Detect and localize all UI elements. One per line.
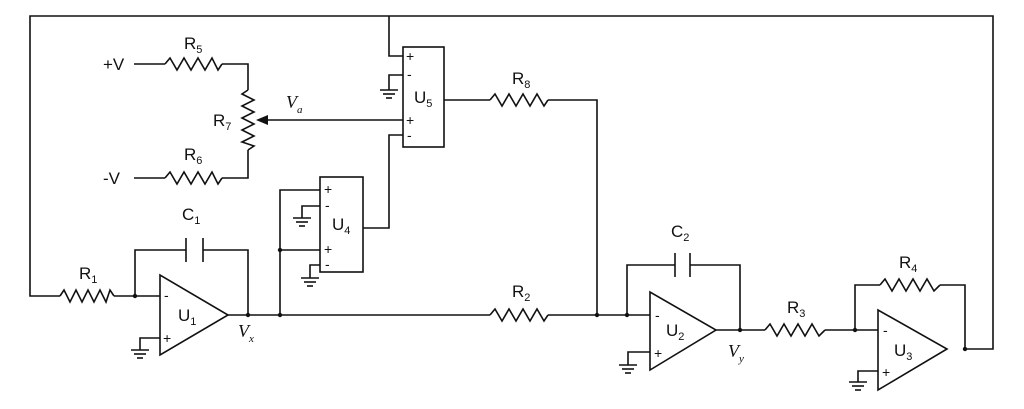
capacitor-c2 <box>674 253 691 277</box>
wire-u1-gnd <box>139 337 160 350</box>
svg-text:-: - <box>655 307 660 323</box>
wire-c2-left <box>626 264 675 315</box>
capacitor-c1 <box>185 238 204 262</box>
svg-text:-: - <box>883 322 888 338</box>
label-c2: C2 <box>671 222 689 244</box>
opamp-u1 <box>159 273 230 357</box>
wire-c2-right <box>690 264 741 330</box>
resistor-r3 <box>764 322 826 338</box>
label-c1: C1 <box>182 205 200 227</box>
svg-text:-: - <box>164 287 169 303</box>
wire-r8-to-node <box>548 99 598 315</box>
resistor-r7 <box>239 89 256 151</box>
svg-text:-: - <box>407 66 412 82</box>
svg-text:+: + <box>882 364 890 380</box>
label-r2: R2 <box>512 282 530 304</box>
block-u5 <box>402 46 445 148</box>
label-u1: U1 <box>178 306 196 328</box>
resistor-r8 <box>489 92 549 108</box>
opamp-u2 <box>649 290 718 372</box>
node-label-va: Va <box>286 92 303 116</box>
svg-text:-: - <box>325 256 330 272</box>
svg-text:+: + <box>654 345 662 361</box>
wire-c1-feedback <box>134 249 186 296</box>
svg-text:+: + <box>324 241 332 257</box>
amplifiers <box>159 46 949 392</box>
wire-u4-gnd-a <box>301 205 320 218</box>
node-label-vx: Vx <box>238 321 254 345</box>
label-r1: R1 <box>79 264 97 286</box>
ground-u1-icon <box>131 349 149 359</box>
label-u2: U2 <box>666 321 684 343</box>
resistor-r6 <box>164 170 223 186</box>
wires <box>29 15 994 382</box>
svg-text:+: + <box>324 181 332 197</box>
wire-u5-gnd <box>388 74 403 90</box>
wire-r4-left <box>854 284 880 330</box>
resistor-r5 <box>164 56 223 72</box>
label-r8: R8 <box>512 69 530 91</box>
supply-pos-label: +V <box>103 55 125 74</box>
wire-u4-to-u5 <box>363 134 403 229</box>
wire-feedback-loop <box>29 15 994 350</box>
grounds <box>131 89 867 391</box>
label-r6: R6 <box>184 145 202 167</box>
svg-text:+: + <box>406 48 414 64</box>
node-label-vy: Vy <box>728 341 744 365</box>
label-r5: R5 <box>184 34 202 56</box>
wire-vx-to-u4 <box>279 189 320 315</box>
capacitors <box>185 238 691 277</box>
pin-signs: - + - + - + + - + - + - + - <box>163 48 890 380</box>
ground-u4a-icon <box>293 217 311 227</box>
wire-r6-to-r7 <box>222 150 249 179</box>
opamp-u3 <box>877 308 949 392</box>
wire-u4-gnd-b <box>309 264 320 278</box>
wire-r4-right <box>940 284 966 349</box>
wire-top-to-u5 <box>388 16 403 57</box>
wire-u3-gnd <box>857 370 878 382</box>
resistor-r1 <box>59 288 115 305</box>
label-u4: U4 <box>332 215 350 237</box>
wire-c1-right <box>203 249 249 315</box>
ground-u4b-icon <box>301 277 319 287</box>
resistors <box>59 56 941 338</box>
label-u5: U5 <box>414 88 432 110</box>
r7-wiper-arrow-icon <box>256 115 268 125</box>
svg-text:-: - <box>325 197 330 213</box>
resistor-r4 <box>879 277 941 293</box>
svg-text:+: + <box>406 112 414 128</box>
ground-u5-icon <box>380 89 398 99</box>
block-u4 <box>319 176 364 273</box>
wire-r5-to-r7 <box>222 63 249 90</box>
svg-text:-: - <box>407 127 412 143</box>
resistor-r2 <box>489 307 549 323</box>
junctions <box>132 247 968 352</box>
label-r7: R7 <box>213 111 231 133</box>
ground-u2-icon <box>619 364 637 374</box>
label-r4: R4 <box>899 253 917 275</box>
label-u3: U3 <box>894 341 912 363</box>
svg-text:+: + <box>163 330 171 346</box>
supply-neg-label: -V <box>103 169 121 188</box>
label-r3: R3 <box>787 298 805 320</box>
ground-u3-icon <box>849 381 867 391</box>
wire-u2-gnd <box>627 351 650 365</box>
labels: +V -V R5 R6 R7 R8 R1 R2 R3 R4 C1 C2 U1 U… <box>79 34 917 365</box>
